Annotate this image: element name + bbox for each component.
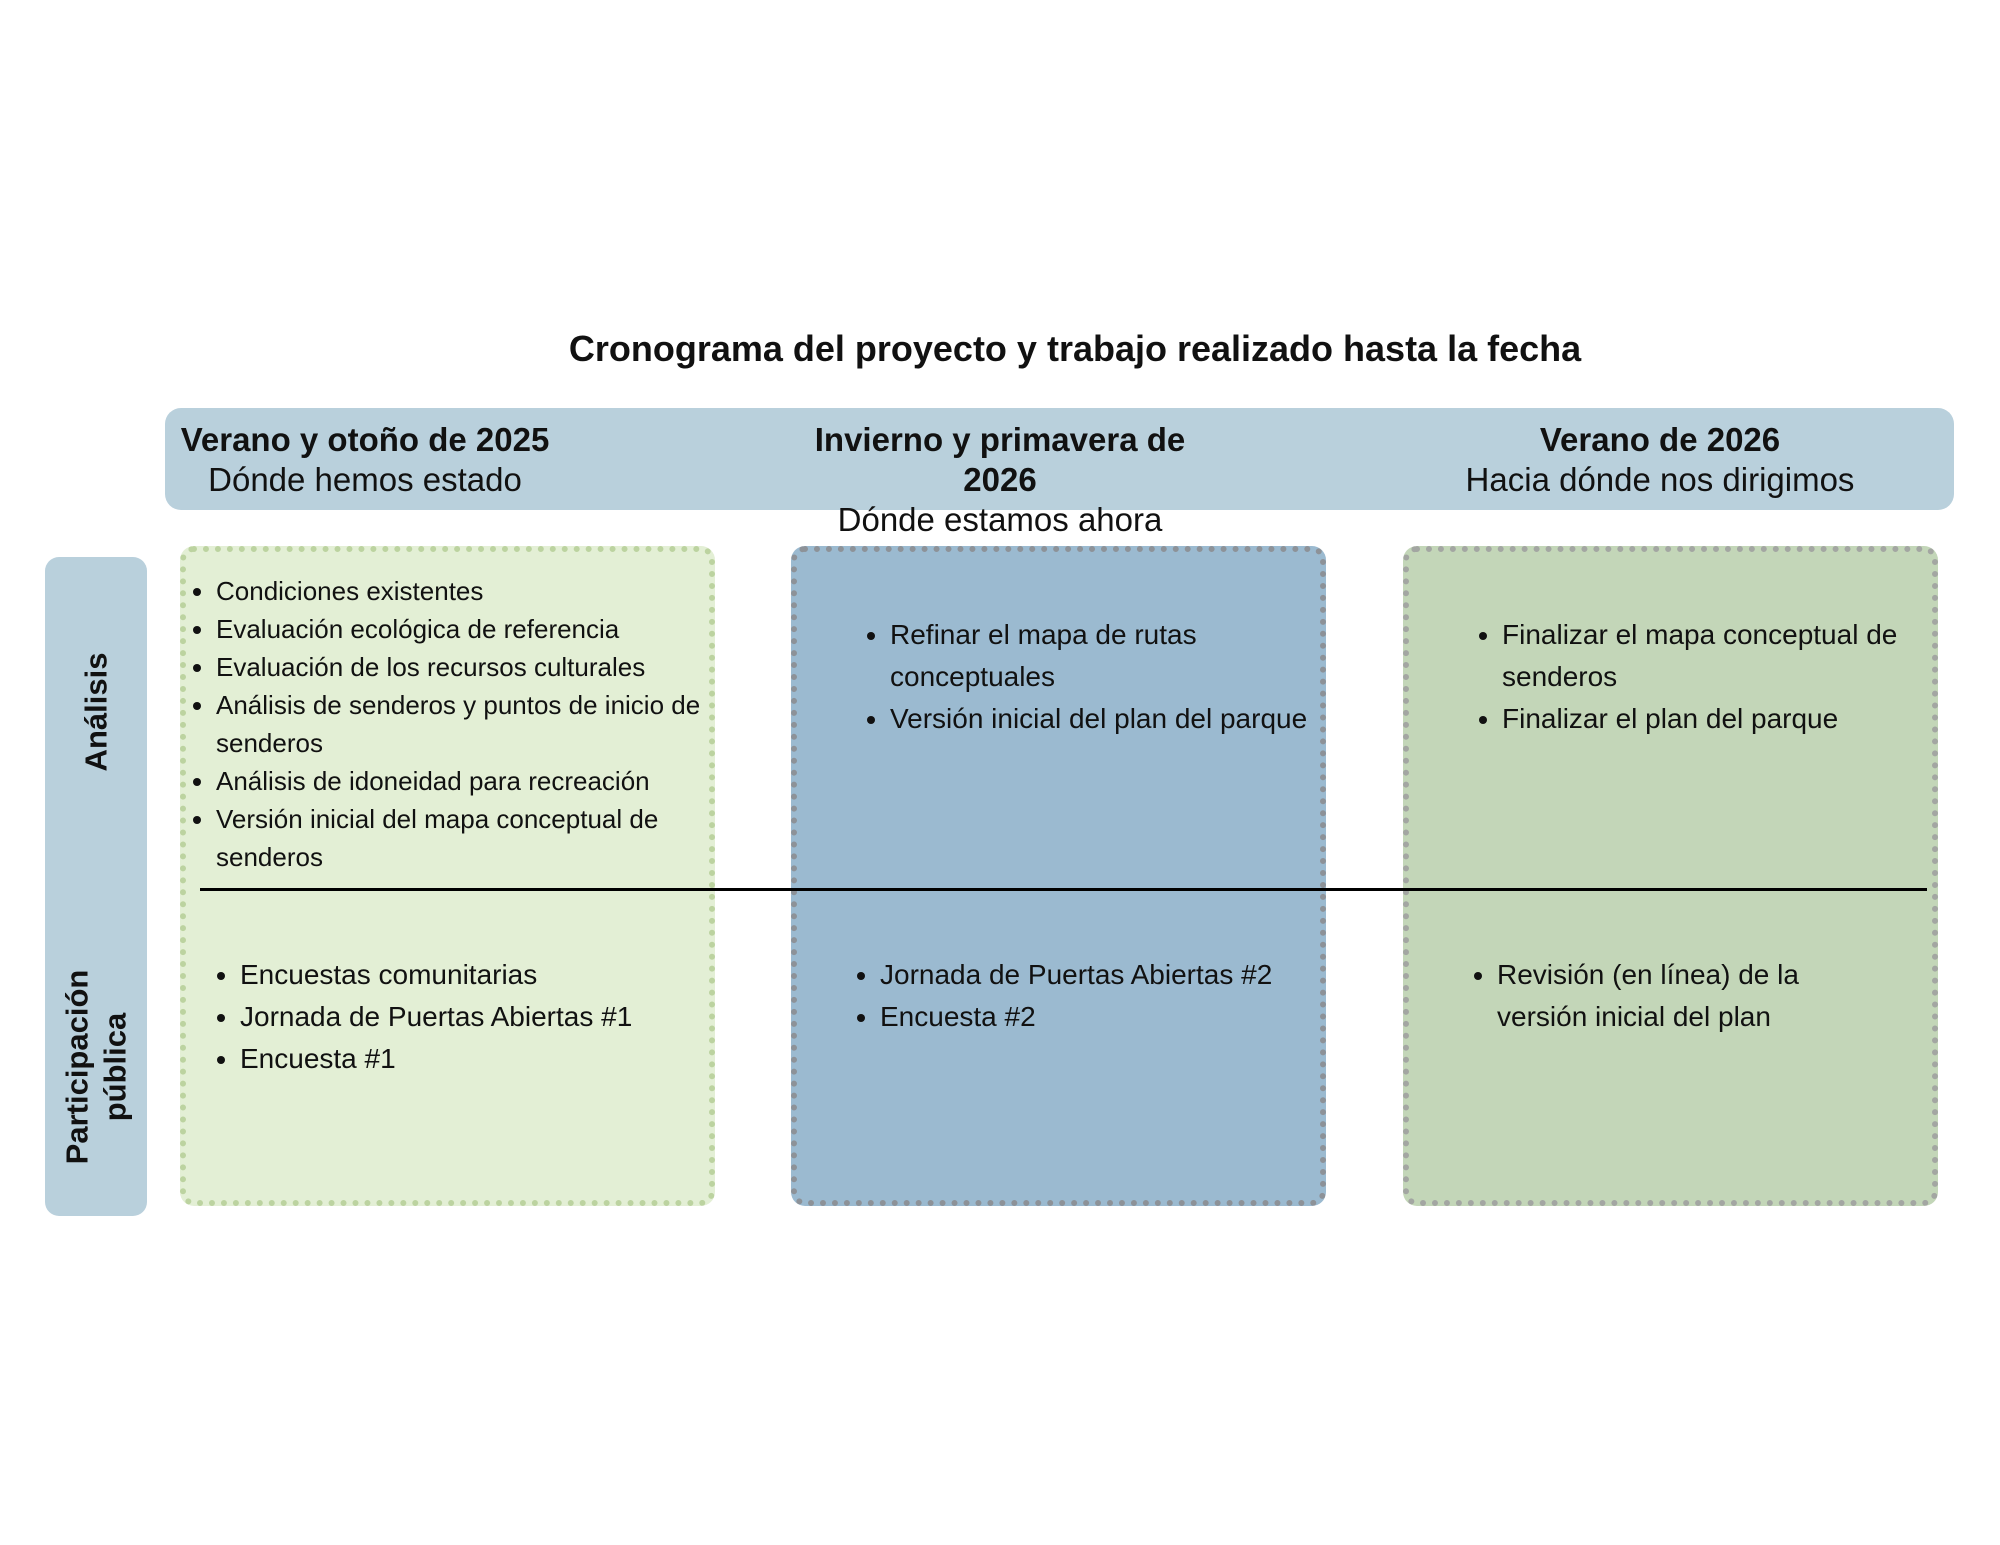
period-subtitle: Hacia dónde nos dirigimos	[1465, 461, 1855, 498]
list-item: Encuestas comunitarias	[240, 954, 720, 996]
period-column-2: Invierno y primavera de 2026 Dónde estam…	[775, 420, 1225, 540]
cell-column-2: Refinar el mapa de rutas conceptuales Ve…	[791, 546, 1326, 1206]
list-item: Finalizar el plan del parque	[1502, 698, 1932, 740]
period-title: Invierno y primavera de 2026	[814, 421, 1186, 498]
period-subtitle: Dónde hemos estado	[208, 461, 522, 498]
list-item: Evaluación de los recursos culturales	[216, 648, 706, 686]
participation-list-2: Jornada de Puertas Abiertas #2 Encuesta …	[850, 954, 1340, 1038]
list-item: Revisión (en línea) de la versión inicia…	[1497, 954, 1877, 1038]
participation-list-1: Encuestas comunitarias Jornada de Puerta…	[210, 954, 720, 1080]
analysis-list-1: Condiciones existentes Evaluación ecológ…	[186, 572, 706, 876]
period-header: Verano y otoño de 2025 Dónde hemos estad…	[165, 408, 1954, 538]
list-item: Encuesta #1	[240, 1038, 720, 1080]
row-divider	[200, 888, 1927, 891]
list-item: Finalizar el mapa conceptual de senderos	[1502, 614, 1932, 698]
period-column-1: Verano y otoño de 2025 Dónde hemos estad…	[165, 420, 565, 500]
period-subtitle: Dónde estamos ahora	[837, 501, 1163, 538]
list-item: Análisis de senderos y puntos de inicio …	[216, 686, 706, 762]
period-column-3: Verano de 2026 Hacia dónde nos dirigimos	[1410, 420, 1910, 500]
list-item: Jornada de Puertas Abiertas #1	[240, 996, 720, 1038]
list-item: Análisis de idoneidad para recreación	[216, 762, 706, 800]
cell-column-1: Condiciones existentes Evaluación ecológ…	[180, 546, 715, 1206]
list-item: Jornada de Puertas Abiertas #2	[880, 954, 1340, 996]
list-item: Evaluación ecológica de referencia	[216, 610, 706, 648]
analysis-list-2: Refinar el mapa de rutas conceptuales Ve…	[860, 614, 1310, 740]
list-item: Condiciones existentes	[216, 572, 706, 610]
list-item: Versión inicial del mapa conceptual de s…	[216, 800, 706, 876]
list-item: Versión inicial del plan del parque	[890, 698, 1310, 740]
row-label-bar: Análisis Participación pública	[45, 557, 147, 1216]
participation-list-3: Revisión (en línea) de la versión inicia…	[1467, 954, 1877, 1038]
list-item: Refinar el mapa de rutas conceptuales	[890, 614, 1310, 698]
row-label-participation: Participación pública	[59, 969, 132, 1165]
analysis-list-3: Finalizar el mapa conceptual de senderos…	[1472, 614, 1932, 740]
row-label-analysis: Análisis	[78, 652, 114, 772]
list-item: Encuesta #2	[880, 996, 1340, 1038]
diagram-title: Cronograma del proyecto y trabajo realiz…	[568, 328, 1582, 369]
period-title: Verano y otoño de 2025	[180, 421, 550, 458]
cell-column-3: Finalizar el mapa conceptual de senderos…	[1403, 546, 1938, 1206]
period-title: Verano de 2026	[1539, 421, 1781, 458]
